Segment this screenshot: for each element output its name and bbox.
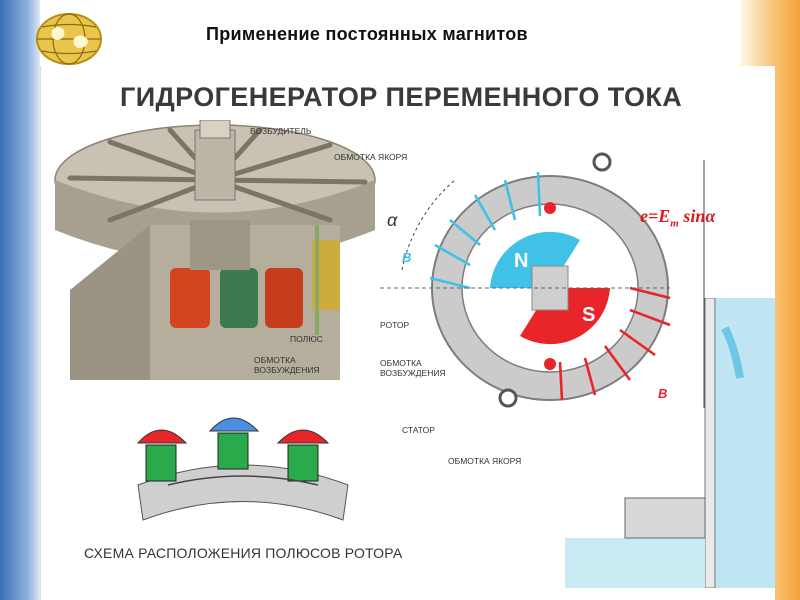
label-armature-winding-bottom: ОБМОТКА ЯКОРЯ — [448, 456, 522, 466]
generator-cutaway-illustration — [54, 120, 376, 380]
alpha-label: α — [387, 210, 398, 230]
vector-b-label-bottom: B — [658, 386, 668, 401]
pole-s-label: S — [582, 304, 596, 326]
label-stator: СТАТОР — [402, 425, 435, 435]
rotor-scheme-caption: СХЕМА РАСПОЛОЖЕНИЯ ПОЛЮСОВ РОТОРА — [84, 545, 403, 561]
generator-schematic-diagram — [380, 152, 705, 408]
label-rotor: РОТОР — [380, 320, 410, 330]
main-title: ГИДРОГЕНЕРАТОР ПЕРЕМЕННОГО ТОКА — [120, 82, 683, 112]
hydro-plant-illustration — [565, 298, 775, 588]
left-gradient-band — [0, 0, 40, 600]
header-title: Применение постоянных магнитов — [206, 24, 528, 44]
label-field-winding-diagram: ОБМОТКА ВОЗБУЖДЕНИЯ — [380, 358, 446, 378]
emf-formula: e=Em sinα — [640, 206, 716, 230]
label-pole: ПОЛЮС — [290, 334, 323, 344]
label-armature-winding-top: ОБМОТКА ЯКОРЯ — [334, 152, 408, 162]
globe-logo-icon — [36, 13, 102, 65]
vector-b-label-top: B — [402, 250, 412, 265]
label-exciter: ВОЗБУДИТЕЛЬ — [250, 126, 312, 136]
label-field-winding-cutaway: ОБМОТКА ВОЗБУЖДЕНИЯ — [254, 355, 320, 375]
pole-n-label: N — [514, 250, 529, 272]
rotor-poles-scheme — [136, 417, 349, 521]
